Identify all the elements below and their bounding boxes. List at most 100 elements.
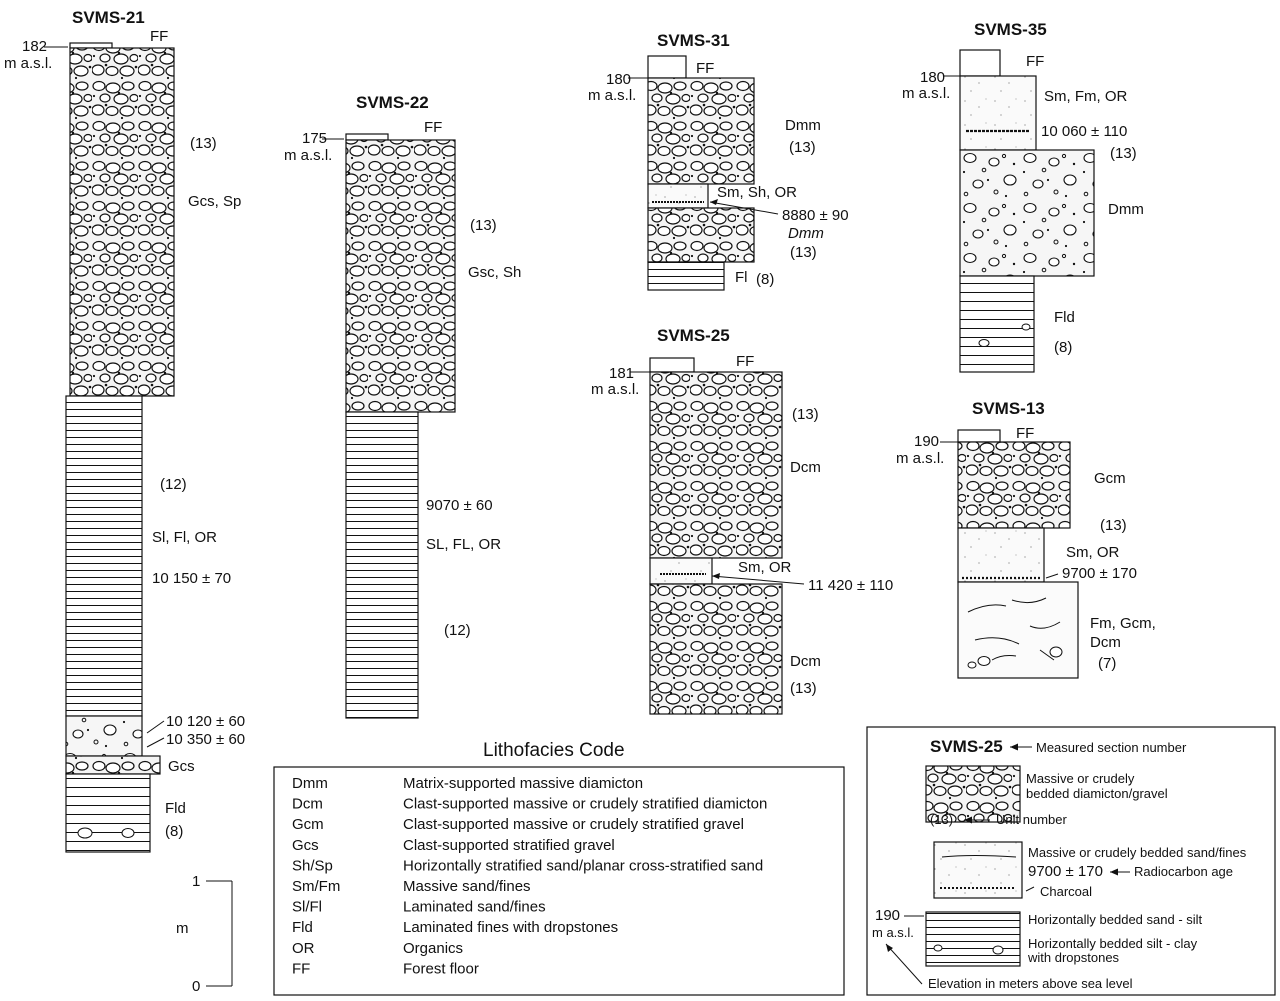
gravel-unit bbox=[647, 77, 755, 185]
forest-floor-cap bbox=[647, 55, 687, 79]
key-section-title: SVMS-25 bbox=[930, 737, 1003, 756]
facies-label: Gcs, Sp bbox=[188, 193, 241, 210]
laminated-unit bbox=[345, 411, 419, 719]
facies-label: SL, FL, OR bbox=[426, 536, 501, 553]
unit-label: (13) bbox=[790, 244, 817, 261]
key-note: Massive or crudely bedded sand/fines bbox=[1028, 845, 1247, 860]
facies-label: Sl, Fl, OR bbox=[152, 529, 217, 546]
dropstone bbox=[1021, 323, 1031, 331]
forest-floor-cap bbox=[69, 42, 113, 49]
facies-label: Fld bbox=[165, 800, 186, 817]
radiocarbon-age: 9700 ± 170 bbox=[1062, 565, 1137, 582]
diamicton-unit bbox=[959, 149, 1095, 277]
arrow-icon bbox=[1110, 868, 1118, 876]
lithofacies-table bbox=[273, 766, 845, 996]
facies-label: Sm, Sh, OR bbox=[717, 184, 797, 201]
section-title: SVMS-22 bbox=[356, 93, 429, 112]
key-elevation: 190 bbox=[875, 907, 900, 924]
gravel-unit bbox=[647, 207, 755, 263]
organic-sand-bed bbox=[649, 557, 713, 585]
key-note: Radiocarbon age bbox=[1134, 864, 1233, 879]
facies-label: Sm, OR bbox=[738, 559, 792, 576]
key-note: Unit number bbox=[996, 812, 1067, 827]
fines-unit bbox=[957, 581, 1079, 679]
unit-label: (13) bbox=[792, 406, 819, 423]
section-title: SVMS-25 bbox=[657, 326, 730, 345]
lithofacies-code: FF bbox=[292, 960, 310, 977]
key-note: Horizontally bedded silt - clay bbox=[1028, 936, 1198, 951]
elevation-label: 181 bbox=[609, 365, 634, 382]
dropstone bbox=[77, 827, 93, 839]
gravel-unit bbox=[345, 139, 456, 413]
section-svms-31: SVMS-31 FF 180 m a.s.l. Dmm (13) Sm, Sh,… bbox=[588, 31, 849, 291]
ff-label: FF bbox=[1016, 425, 1034, 442]
key-note: Charcoal bbox=[1040, 884, 1092, 899]
section-svms-21: SVMS-21 FF 182 m a.s.l. (13) Gcs, Sp (12… bbox=[4, 8, 245, 853]
laminated-unit bbox=[647, 261, 725, 291]
section-title: SVMS-21 bbox=[72, 8, 145, 27]
lithofacies-description: Laminated sand/fines bbox=[403, 899, 546, 916]
unit-label: (8) bbox=[756, 271, 774, 288]
lithofacies-description: Clast-supported massive or crudely strat… bbox=[403, 796, 767, 813]
facies-label: Dcm bbox=[790, 459, 821, 476]
ff-label: FF bbox=[150, 28, 168, 45]
key-note: bedded diamicton/gravel bbox=[1026, 786, 1168, 801]
lithofacies-code: Sh/Sp bbox=[292, 857, 333, 874]
sand-swatch bbox=[933, 841, 1023, 899]
forest-floor-cap bbox=[959, 49, 1001, 77]
unit-label: (7) bbox=[1098, 655, 1116, 672]
laminated-swatch bbox=[925, 911, 1021, 967]
clast bbox=[967, 661, 977, 669]
lithofacies-description: Laminated fines with dropstones bbox=[403, 919, 618, 936]
key-elevation-unit: m a.s.l. bbox=[872, 925, 914, 940]
elevation-label: 175 bbox=[302, 130, 327, 147]
unit-label: (13) bbox=[789, 139, 816, 156]
scale-top-label: 1 bbox=[192, 873, 200, 890]
gravel-swatch bbox=[925, 765, 1021, 823]
organic-sand-unit bbox=[959, 75, 1037, 151]
scale-bottom-label: 0 bbox=[192, 978, 200, 995]
organic-sand-bed bbox=[647, 183, 709, 209]
unit-label: (8) bbox=[1054, 339, 1072, 356]
lithofacies-code: OR bbox=[292, 940, 315, 957]
organic-sand-unit bbox=[957, 527, 1045, 583]
facies-label: Gcs bbox=[168, 758, 195, 775]
lithofacies-code: Sl/Fl bbox=[292, 899, 322, 916]
dropstone bbox=[933, 944, 943, 952]
section-title: SVMS-13 bbox=[972, 399, 1045, 418]
unit-label: (13) bbox=[190, 135, 217, 152]
key-note: Measured section number bbox=[1036, 740, 1187, 755]
unit-label: (13) bbox=[790, 680, 817, 697]
elevation-label: 180 bbox=[920, 69, 945, 86]
radiocarbon-age: 11 420 ± 110 bbox=[808, 577, 893, 594]
key-note: with dropstones bbox=[1027, 950, 1120, 965]
arrow-icon bbox=[886, 944, 893, 952]
elevation-label: 190 bbox=[914, 433, 939, 450]
facies-label: Dmm bbox=[785, 117, 821, 134]
elevation-unit: m a.s.l. bbox=[902, 85, 950, 102]
gravel-unit bbox=[649, 371, 783, 559]
lithofacies-description: Forest floor bbox=[403, 960, 479, 977]
facies-label: Gsc, Sh bbox=[468, 264, 521, 281]
lithofacies-code: Sm/Fm bbox=[292, 878, 340, 895]
section-svms-35: SVMS-35 FF 180 m a.s.l. Sm, Fm, OR 10 06… bbox=[902, 20, 1144, 373]
arrow-icon bbox=[712, 573, 720, 579]
gcs-bed bbox=[65, 755, 161, 775]
ff-label: FF bbox=[1026, 53, 1044, 70]
facies-label: Gcm bbox=[1094, 470, 1126, 487]
unit-label: (13) bbox=[1100, 517, 1127, 534]
facies-label: Dmm bbox=[788, 225, 824, 242]
radiocarbon-age: 8880 ± 90 bbox=[782, 207, 849, 224]
section-svms-22: SVMS-22 FF 175 m a.s.l. (13) Gsc, Sh 907… bbox=[284, 93, 521, 719]
key-unit-number: (13) bbox=[930, 812, 953, 827]
section-title: SVMS-31 bbox=[657, 31, 730, 50]
key-note: Horizontally bedded sand - silt bbox=[1028, 912, 1203, 927]
radiocarbon-age: 9070 ± 60 bbox=[426, 497, 493, 514]
lithofacies-description: Clast-supported massive or crudely strat… bbox=[403, 816, 744, 833]
facies-label: Sm, OR bbox=[1066, 544, 1120, 561]
gravel-unit bbox=[69, 47, 175, 397]
facies-label: Dcm bbox=[790, 653, 821, 670]
scale-unit-label: m bbox=[176, 920, 189, 937]
unit-label: (8) bbox=[165, 823, 183, 840]
